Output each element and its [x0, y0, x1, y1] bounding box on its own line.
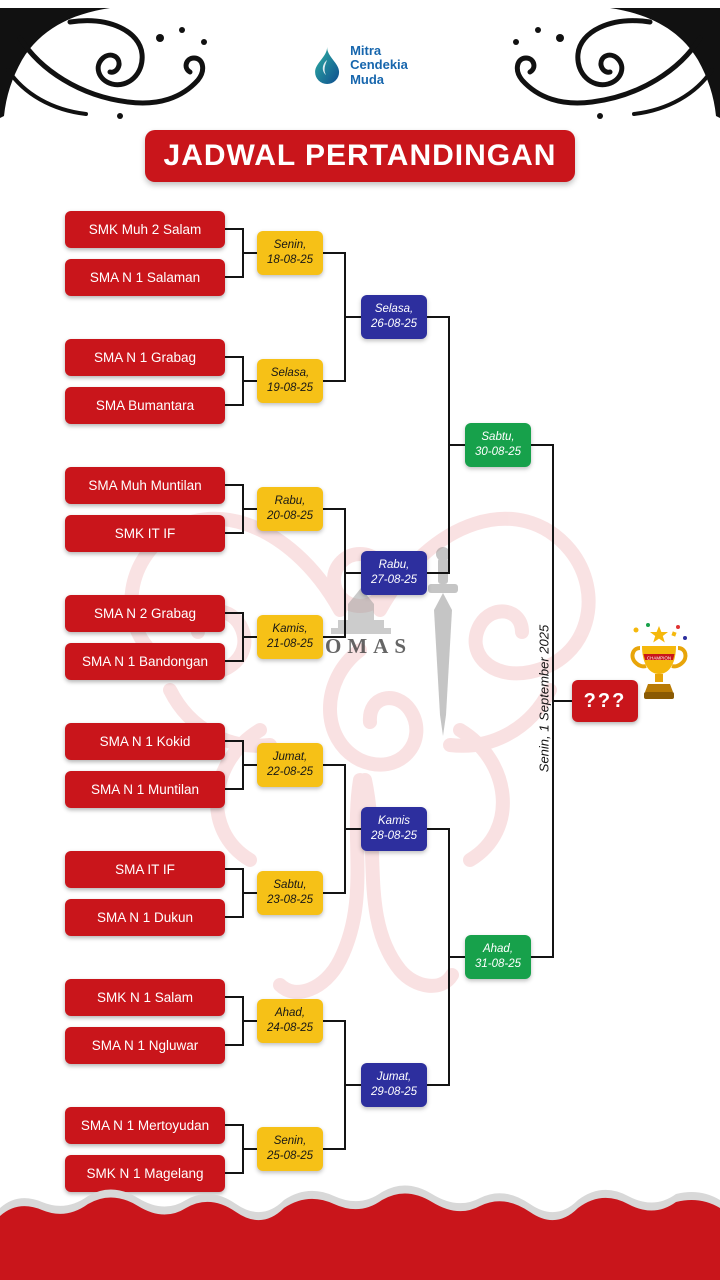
match-date-box: Senin, 25-08-25: [257, 1127, 323, 1171]
match-date: 21-08-25: [266, 638, 314, 650]
logo-line-1: Mitra: [350, 43, 382, 58]
team-box: SMA N 1 Kokid: [65, 723, 225, 760]
match-day: Rabu,: [274, 495, 306, 508]
match-date-box: Sabtu, 30-08-25: [465, 423, 531, 467]
match-day: Selasa,: [374, 303, 414, 316]
match-day: Ahad,: [482, 943, 514, 956]
match-date: 19-08-25: [266, 382, 314, 394]
keris-watermark: [428, 547, 458, 736]
logo: Mitra Cendekia Muda: [312, 43, 408, 87]
match-date-box: Rabu, 27-08-25: [361, 551, 427, 595]
flourish-ornament-left: [0, 8, 207, 119]
match-date-box: Selasa, 26-08-25: [361, 295, 427, 339]
team-box: SMA N 1 Dukun: [65, 899, 225, 936]
team-box: SMA Bumantara: [65, 387, 225, 424]
team-box: SMA IT IF: [65, 851, 225, 888]
match-date-box: Sabtu, 23-08-25: [257, 871, 323, 915]
match-day: Jumat,: [376, 1071, 412, 1084]
match-date: 26-08-25: [370, 318, 418, 330]
logo-line-3: Muda: [350, 71, 385, 87]
team-box: SMA N 1 Muntilan: [65, 771, 225, 808]
match-date-box: Ahad, 24-08-25: [257, 999, 323, 1043]
team-box: SMA N 1 Ngluwar: [65, 1027, 225, 1064]
match-date-box: Ahad, 31-08-25: [465, 935, 531, 979]
match-date: 25-08-25: [266, 1150, 314, 1162]
match-day: Sabtu,: [481, 431, 515, 444]
trophy-band-text: CHAMPION: [647, 655, 671, 660]
match-day: Sabtu,: [273, 879, 307, 892]
team-box: SMA Muh Muntilan: [65, 467, 225, 504]
team-box: SMA N 2 Grabag: [65, 595, 225, 632]
match-day: Jumat,: [272, 751, 308, 764]
page-title: JADWAL PERTANDINGAN: [163, 139, 557, 172]
final-winner-box: ???: [572, 680, 638, 722]
match-day: Selasa,: [270, 367, 310, 380]
monument-watermark: [331, 588, 391, 634]
team-box: SMK IT IF: [65, 515, 225, 552]
torn-paper-edge: [0, 1185, 720, 1280]
match-date: 18-08-25: [266, 254, 314, 266]
title-banner: JADWAL PERTANDINGAN: [145, 130, 575, 182]
match-date: 30-08-25: [474, 446, 522, 458]
team-box: SMK Muh 2 Salam: [65, 211, 225, 248]
match-date: 24-08-25: [266, 1022, 314, 1034]
match-date: 28-08-25: [370, 830, 418, 842]
match-day: Rabu,: [378, 559, 410, 572]
match-date: 22-08-25: [266, 766, 314, 778]
flourish-ornament-right: [513, 8, 720, 119]
match-day: Kamis,: [272, 623, 308, 636]
match-date: 31-08-25: [474, 958, 522, 970]
logo-drop-icon: [315, 47, 340, 85]
team-box: SMA N 1 Mertoyudan: [65, 1107, 225, 1144]
match-date-box: Jumat, 29-08-25: [361, 1063, 427, 1107]
team-box: SMK N 1 Magelang: [65, 1155, 225, 1192]
match-date: 29-08-25: [370, 1086, 418, 1098]
match-date: 27-08-25: [370, 574, 418, 586]
match-date-box: Jumat, 22-08-25: [257, 743, 323, 787]
team-box: SMA N 1 Salaman: [65, 259, 225, 296]
match-date-box: Senin, 18-08-25: [257, 231, 323, 275]
match-date: 20-08-25: [266, 510, 314, 522]
match-day: Ahad,: [274, 1007, 306, 1020]
trophy-icon: CHAMPION: [630, 623, 688, 699]
team-box: SMK N 1 Salam: [65, 979, 225, 1016]
match-day: Senin,: [273, 1135, 307, 1148]
match-date-box: Kamis 28-08-25: [361, 807, 427, 851]
match-day: Kamis: [378, 815, 410, 828]
match-date: 23-08-25: [266, 894, 314, 906]
final-date-label: Senin, 1 September 2025: [536, 624, 552, 773]
match-day: Senin,: [273, 239, 307, 252]
team-box: SMA N 1 Bandongan: [65, 643, 225, 680]
match-date-box: Selasa, 19-08-25: [257, 359, 323, 403]
logo-text: Mitra Cendekia Muda: [350, 43, 408, 87]
match-date-box: Rabu, 20-08-25: [257, 487, 323, 531]
match-date-box: Kamis, 21-08-25: [257, 615, 323, 659]
logo-line-2: Cendekia: [350, 57, 408, 73]
team-box: SMA N 1 Grabag: [65, 339, 225, 376]
